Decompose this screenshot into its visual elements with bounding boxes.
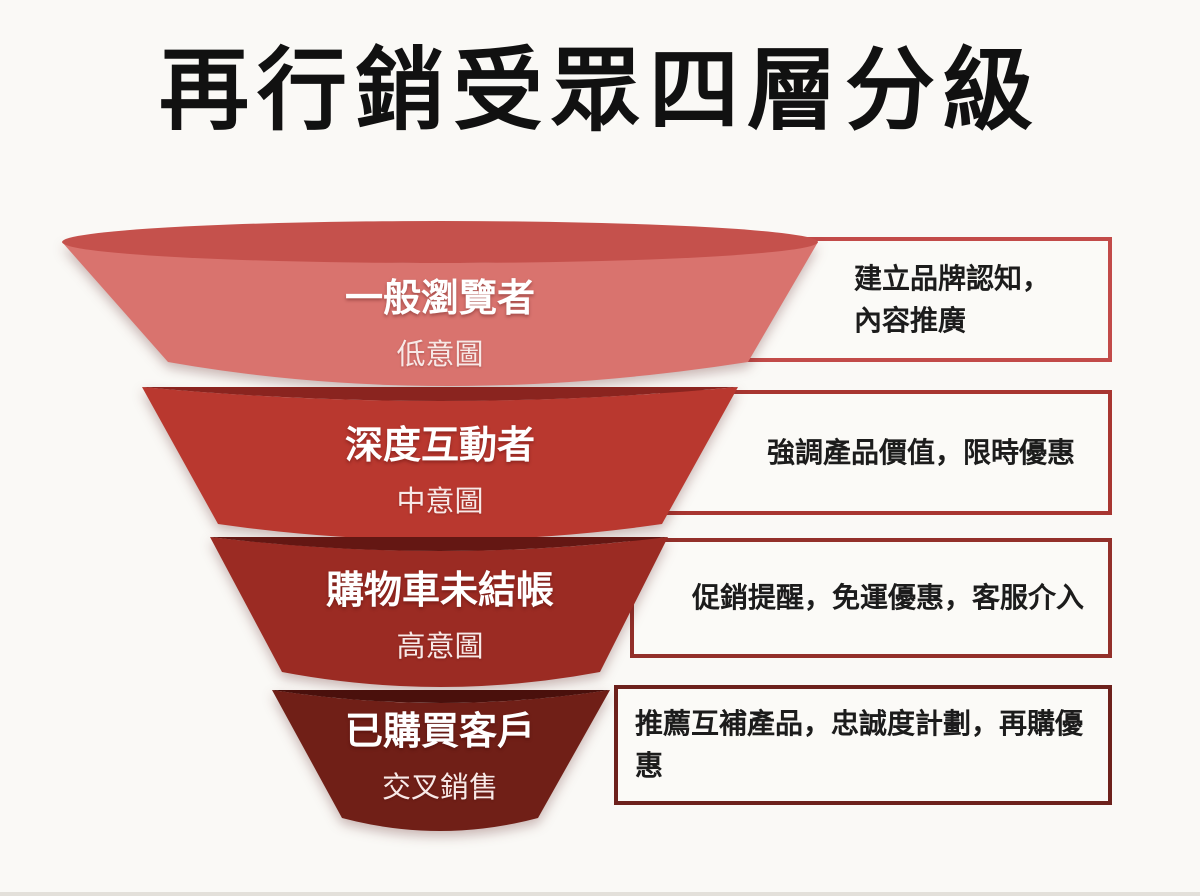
funnel-layer-2-rim [142,387,738,401]
funnel-layer-2-shape [142,387,738,540]
bottom-edge-divider [0,892,1200,896]
note-text-purchased: 推薦互補產品，忠誠度計劃，再購優 惠 [635,708,1084,781]
note-box-purchased: 推薦互補產品，忠誠度計劃，再購優 惠 [614,685,1112,805]
page-title: 再行銷受眾四層分級 [159,41,1041,141]
note-box-cart: 促銷提醒，免運優惠，客服介入 [630,538,1112,658]
funnel-layer-1-rim [62,221,818,263]
note-text-awareness: 建立品牌認知， 內容推廣 [854,262,1051,336]
note-text-engagement: 強調產品價值，限時優惠 [767,436,1076,468]
note-text-cart: 促銷提醒，免運優惠，客服介入 [692,582,1085,613]
funnel-layer-4-rim [272,690,610,703]
funnel-layer-3-rim [210,537,668,551]
funnel-layer-4-shape [272,690,610,831]
funnel-layer-1-shape [62,221,818,386]
funnel-layer-3-shape [210,537,668,687]
